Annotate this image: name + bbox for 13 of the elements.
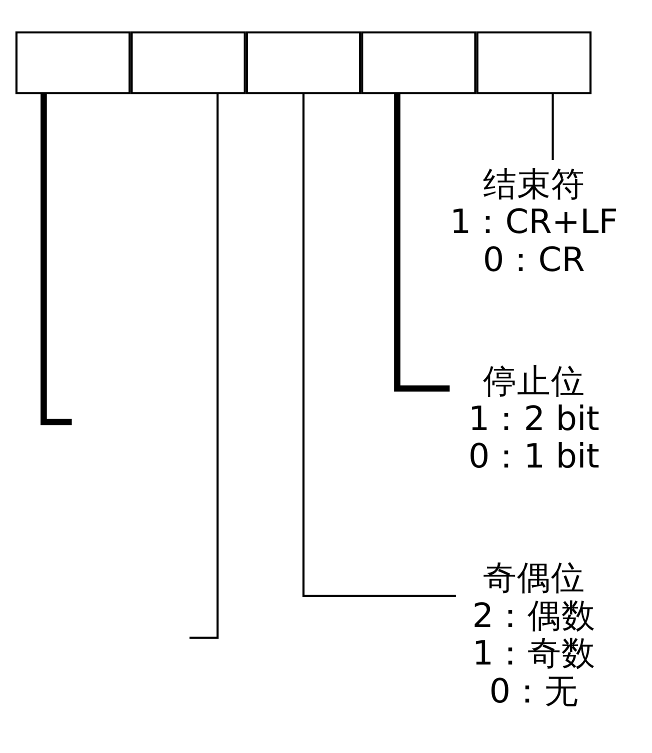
node-text: 结束符 1：CR+LF 0：CR — [450, 164, 618, 278]
connector — [190, 93, 219, 638]
node-box — [361, 30, 476, 94]
node-box — [130, 30, 246, 94]
node-text: 奇偶位 2：偶数 1：奇数 0：无 — [472, 558, 596, 710]
node-text: 停止位 1：2 bit 0：1 bit — [468, 360, 600, 476]
connector — [302, 93, 456, 596]
connector — [40, 92, 72, 425]
connector — [552, 93, 554, 160]
connector — [394, 92, 450, 392]
node-box — [246, 30, 362, 94]
node-box — [476, 30, 592, 94]
node-box — [15, 30, 131, 94]
